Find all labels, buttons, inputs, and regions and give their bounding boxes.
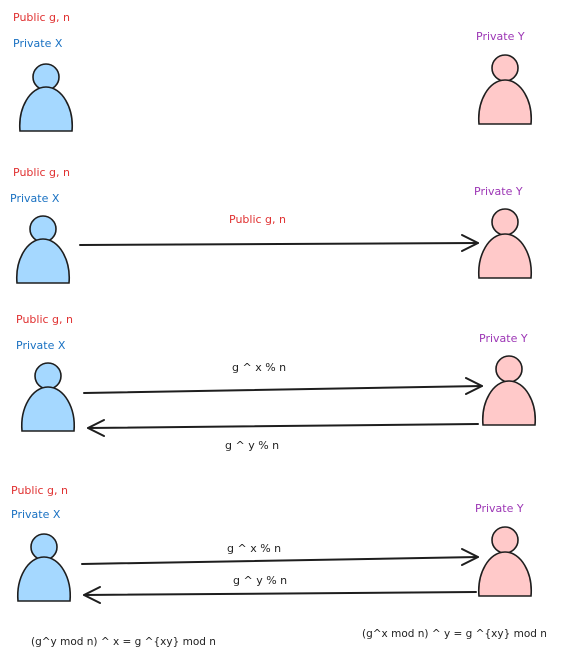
- formula-x: (g^y mod n) ^ x = g ^{xy} mod n: [31, 636, 216, 648]
- message-label: Public g, n: [229, 213, 286, 226]
- panel-3: Public g, n Private X Private Y g ^ x % …: [16, 313, 536, 452]
- panel-4: Public g, n Private X Private Y g ^ x % …: [11, 484, 547, 648]
- message-label: g ^ y % n: [233, 574, 287, 587]
- message-label: g ^ x % n: [232, 361, 286, 374]
- person-y-icon: [478, 208, 532, 279]
- panel-1: Public g, n Private X Private Y: [13, 11, 532, 132]
- message-arrow-y-to-x: [83, 586, 477, 604]
- person-x-icon: [21, 362, 75, 432]
- panel-2: Public g, n Private X Private Y Public g…: [10, 166, 532, 284]
- private-x-label: Private X: [10, 192, 60, 205]
- message-arrow-x-to-y: [83, 377, 483, 395]
- public-label: Public g, n: [13, 11, 70, 24]
- private-y-label: Private Y: [479, 332, 528, 345]
- public-label: Public g, n: [13, 166, 70, 179]
- private-y-label: Private Y: [474, 185, 523, 198]
- person-x-icon: [17, 533, 71, 602]
- private-x-label: Private X: [13, 37, 63, 50]
- private-x-label: Private X: [11, 508, 61, 521]
- message-label: g ^ x % n: [227, 542, 281, 555]
- private-y-label: Private Y: [475, 502, 524, 515]
- person-y-icon: [482, 355, 536, 426]
- public-label: Public g, n: [16, 313, 73, 326]
- formula-y: (g^x mod n) ^ y = g ^{xy} mod n: [362, 628, 547, 640]
- message-arrow-x-to-y: [79, 234, 479, 252]
- message-arrow-x-to-y: [81, 548, 479, 566]
- person-x-icon: [16, 215, 70, 284]
- message-label: g ^ y % n: [225, 439, 279, 452]
- private-y-label: Private Y: [476, 30, 525, 43]
- public-label: Public g, n: [11, 484, 68, 497]
- person-x-icon: [19, 63, 73, 132]
- message-arrow-y-to-x: [87, 419, 479, 437]
- person-y-icon: [478, 526, 532, 597]
- private-x-label: Private X: [16, 339, 66, 352]
- person-y-icon: [478, 54, 532, 125]
